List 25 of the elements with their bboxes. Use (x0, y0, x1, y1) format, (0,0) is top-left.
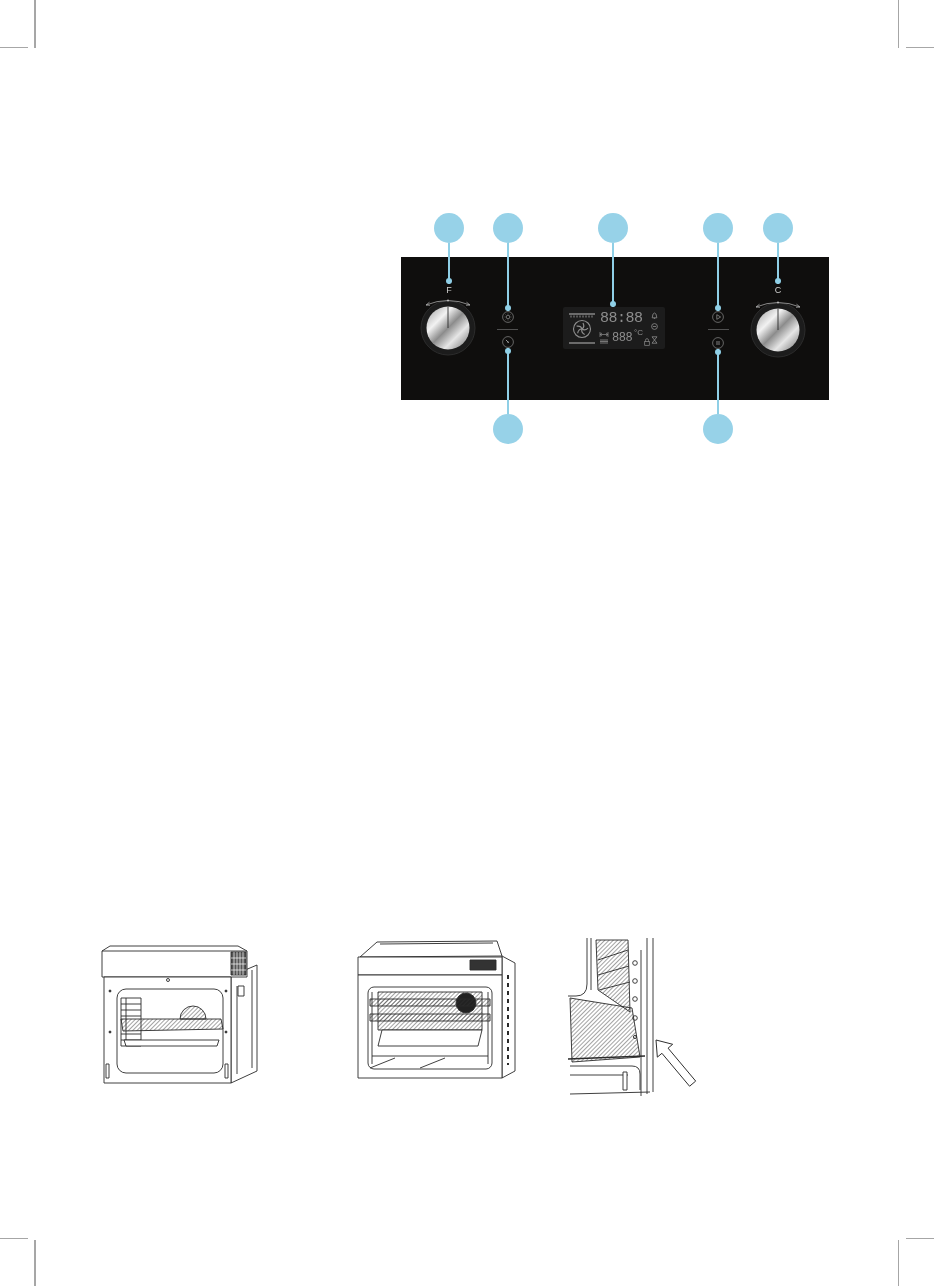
callout-circle (703, 213, 733, 243)
callout-circle (434, 213, 464, 243)
pause-icon (712, 337, 724, 349)
callout-circle (493, 414, 523, 444)
leader-line (505, 347, 511, 415)
leader-line (715, 242, 721, 312)
knob-label: F (444, 284, 454, 296)
leader-line (775, 242, 781, 285)
leader-line (446, 242, 452, 285)
leader-line (505, 242, 511, 312)
callout-circle (763, 213, 793, 243)
leader-line (715, 348, 721, 415)
control-panel (401, 257, 829, 400)
gear-icon (502, 311, 514, 323)
callout-circle (703, 414, 733, 444)
clock-icon (502, 336, 514, 348)
play-icon (712, 311, 724, 323)
leader-line (610, 242, 616, 308)
callout-circle (493, 213, 523, 243)
lcd-display (563, 307, 665, 349)
display-digits: 888 (612, 332, 633, 345)
knob-label: C (773, 284, 783, 296)
unit-label: °C (634, 328, 643, 337)
callout-circle (598, 213, 628, 243)
display-digits: 88:88 (600, 310, 643, 327)
